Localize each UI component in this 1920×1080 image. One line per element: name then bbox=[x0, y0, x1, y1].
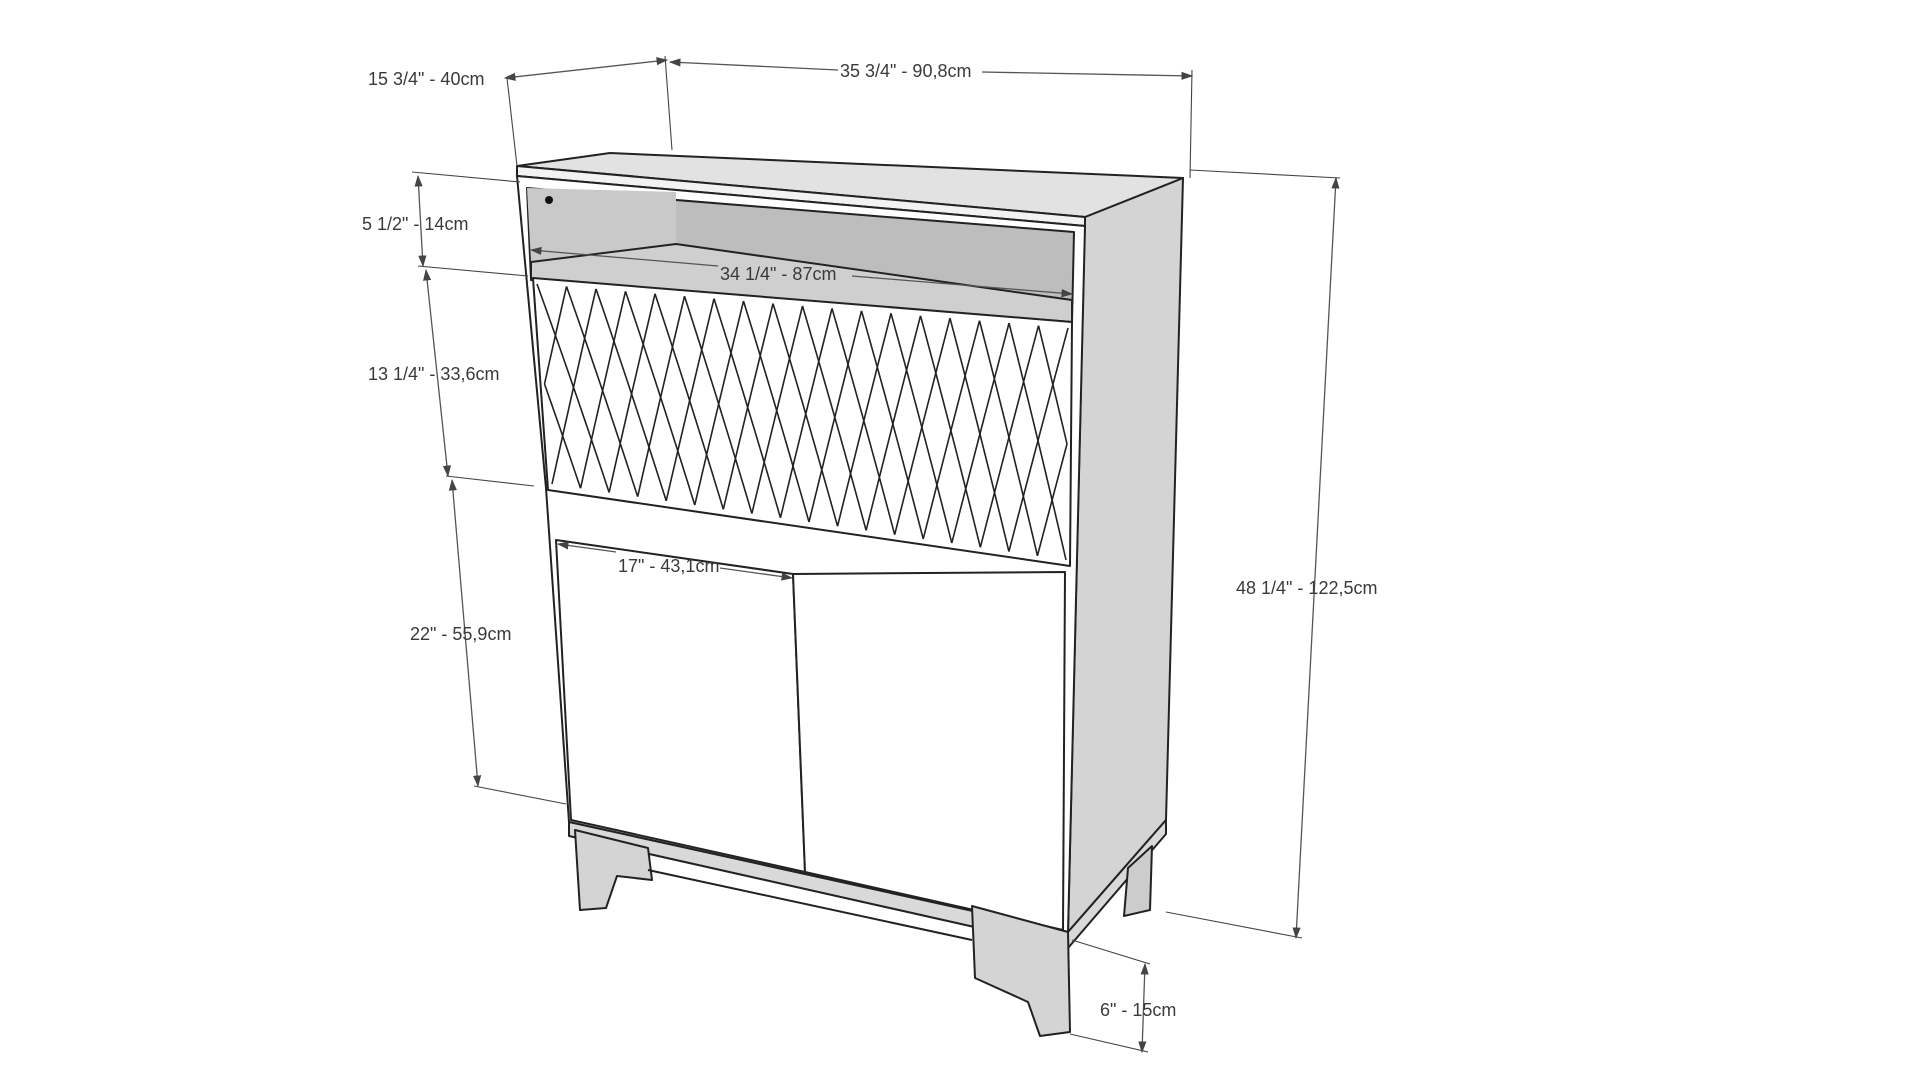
leg-front-left bbox=[574, 829, 653, 911]
leg-ext-top bbox=[1071, 939, 1151, 965]
lattice-line bbox=[1036, 443, 1068, 556]
leg-ext-bottom bbox=[1069, 1033, 1149, 1053]
leg-back-right bbox=[1123, 845, 1153, 917]
door-width-label: 17" - 43,1cm bbox=[618, 556, 719, 576]
total-height-label: 48 1/4" - 122,5cm bbox=[1236, 578, 1377, 598]
lattice-line bbox=[978, 320, 1039, 556]
total-ext-bottom bbox=[1165, 911, 1303, 939]
lattice-line bbox=[779, 308, 833, 518]
side-panel bbox=[1067, 177, 1184, 933]
base-skirt-line bbox=[647, 869, 973, 941]
drawer-ext-bottom bbox=[445, 475, 535, 487]
drawer-dimension-line bbox=[423, 268, 451, 478]
lattice-line bbox=[893, 318, 951, 535]
shelf-floor bbox=[530, 243, 1073, 323]
lattice-line bbox=[565, 286, 639, 497]
lattice-line bbox=[801, 305, 867, 531]
interior-line-b bbox=[851, 275, 1074, 298]
door-width-line-a bbox=[556, 541, 617, 553]
door-width-line-b bbox=[719, 567, 794, 581]
lattice-pattern bbox=[536, 283, 1069, 561]
interior-line-a bbox=[529, 246, 719, 267]
depth-dimension-line bbox=[503, 57, 669, 81]
lattice-line bbox=[543, 286, 568, 385]
lattice-line bbox=[860, 310, 924, 540]
width-ext-right bbox=[1189, 69, 1193, 179]
lattice-line bbox=[722, 303, 774, 510]
interior-width-label: 34 1/4" - 87cm bbox=[720, 264, 836, 284]
leg-height-label: 6" - 15cm bbox=[1100, 1000, 1176, 1020]
leg-dimension-line bbox=[1138, 962, 1149, 1054]
lattice-line bbox=[683, 295, 753, 514]
leg-front-right bbox=[971, 905, 1071, 1037]
open-shelf-height-label: 5 1/2" - 14cm bbox=[362, 214, 468, 234]
width-line-b bbox=[981, 71, 1194, 80]
drawer-height-label: 13 1/4" - 33,6cm bbox=[368, 364, 499, 384]
left-door bbox=[555, 539, 806, 873]
door-height-label: 22" - 55,9cm bbox=[410, 624, 511, 644]
door-ext-bottom bbox=[473, 785, 567, 805]
depth-ext-left bbox=[506, 77, 518, 167]
lattice-line bbox=[1008, 327, 1069, 552]
lattice-line bbox=[836, 313, 892, 527]
lattice-line bbox=[919, 315, 982, 548]
depth-ext-right bbox=[664, 55, 673, 151]
total-height-dimension-line bbox=[1292, 176, 1340, 940]
lattice-line bbox=[665, 298, 715, 502]
total-ext-top bbox=[1189, 169, 1341, 179]
dimensions: 15 3/4" - 40cm 35 3/4" - 90,8cm 5 1/2" -… bbox=[362, 55, 1377, 1054]
lattice-line bbox=[1037, 325, 1068, 445]
width-label: 35 3/4" - 90,8cm bbox=[840, 61, 971, 81]
shelf-ext-top bbox=[411, 171, 521, 183]
lattice-line bbox=[608, 293, 656, 493]
lattice-line bbox=[742, 300, 810, 523]
lattice-line bbox=[543, 383, 582, 489]
shelf-dimension-line bbox=[414, 174, 427, 268]
open-shelf-back bbox=[527, 188, 676, 262]
door-dimension-line bbox=[448, 478, 482, 788]
lattice-line bbox=[624, 291, 696, 506]
width-line-a bbox=[668, 58, 839, 71]
lattice-line bbox=[551, 288, 597, 485]
depth-label: 15 3/4" - 40cm bbox=[368, 69, 484, 89]
cabinet bbox=[516, 152, 1184, 1037]
right-door bbox=[792, 571, 1066, 931]
cable-hole bbox=[545, 196, 553, 204]
lattice-line bbox=[951, 322, 1010, 544]
shelf-ext-bottom bbox=[417, 265, 529, 277]
